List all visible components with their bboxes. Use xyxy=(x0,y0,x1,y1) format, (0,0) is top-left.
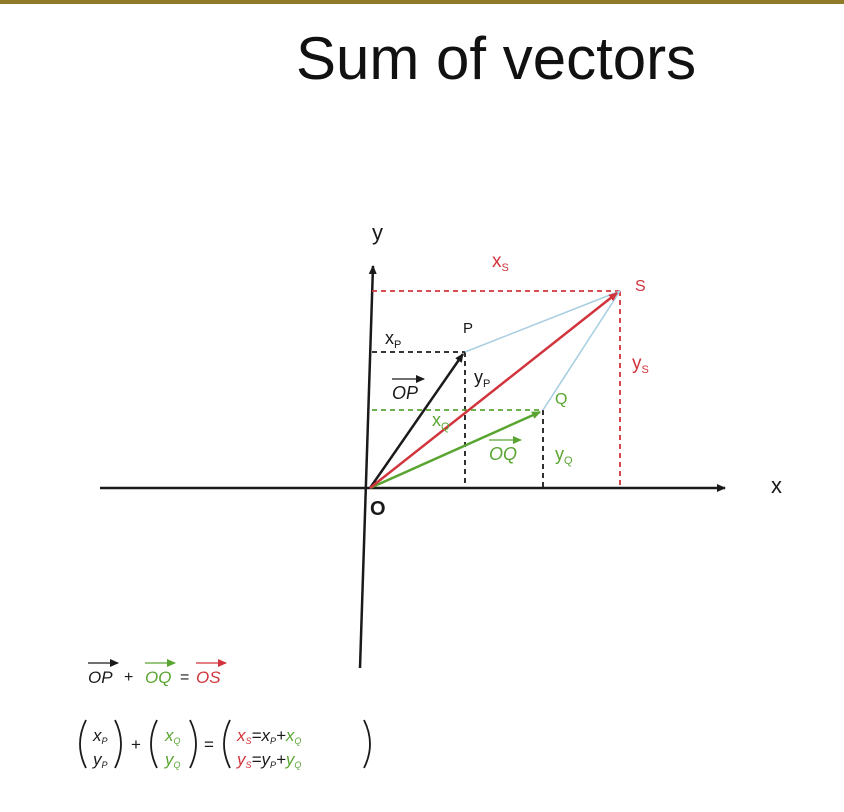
sum-plus: + xyxy=(124,669,133,686)
svg-text:xS=xP+xQ: xS=xP+xQ xyxy=(236,726,301,746)
component-equation: xP yP + xQ yQ = xS=xP+xQ yS=yP+yQ xyxy=(79,719,371,770)
yp-label: yP xyxy=(474,367,490,390)
sum-oq: OQ xyxy=(145,668,171,687)
xq-label: xQ xyxy=(432,410,450,433)
vector-sum-equation: OP + OQ = OS xyxy=(88,659,227,687)
vector-os xyxy=(369,292,618,489)
svg-text:OQ: OQ xyxy=(489,444,517,464)
y-axis xyxy=(358,265,377,669)
yq-label: yQ xyxy=(555,444,573,467)
svg-text:OP: OP xyxy=(392,383,418,403)
point-s-label: S xyxy=(635,278,646,295)
vector-op-label: OP xyxy=(392,375,425,403)
point-p-label: P xyxy=(463,320,473,337)
sum-op: OP xyxy=(88,668,113,687)
svg-text:xQ: xQ xyxy=(164,726,181,746)
y-axis-label: y xyxy=(372,220,383,245)
sum-equals: = xyxy=(180,669,189,686)
parallelogram-side-qs xyxy=(542,290,621,411)
svg-text:+: + xyxy=(131,735,141,754)
svg-text:yS=yP+yQ: yS=yP+yQ xyxy=(236,750,301,770)
vector-op xyxy=(368,353,465,489)
point-q-label: Q xyxy=(555,391,567,408)
vector-oq xyxy=(369,410,541,490)
xs-label: xS xyxy=(492,251,509,274)
xp-label: xP xyxy=(385,328,401,351)
slide-title: Sum of vectors xyxy=(296,25,697,92)
origin-label: O xyxy=(370,498,386,520)
ys-label: yS xyxy=(632,353,649,376)
svg-text:xP: xP xyxy=(92,726,108,746)
svg-text:=: = xyxy=(204,735,214,754)
sum-os: OS xyxy=(196,668,221,687)
svg-text:yQ: yQ xyxy=(164,750,181,770)
parallelogram-side-ps xyxy=(464,290,621,353)
vector-oq-label: OQ xyxy=(489,436,522,464)
x-axis-label: x xyxy=(771,473,782,498)
svg-text:yP: yP xyxy=(92,750,108,770)
top-accent-bar xyxy=(0,0,844,4)
